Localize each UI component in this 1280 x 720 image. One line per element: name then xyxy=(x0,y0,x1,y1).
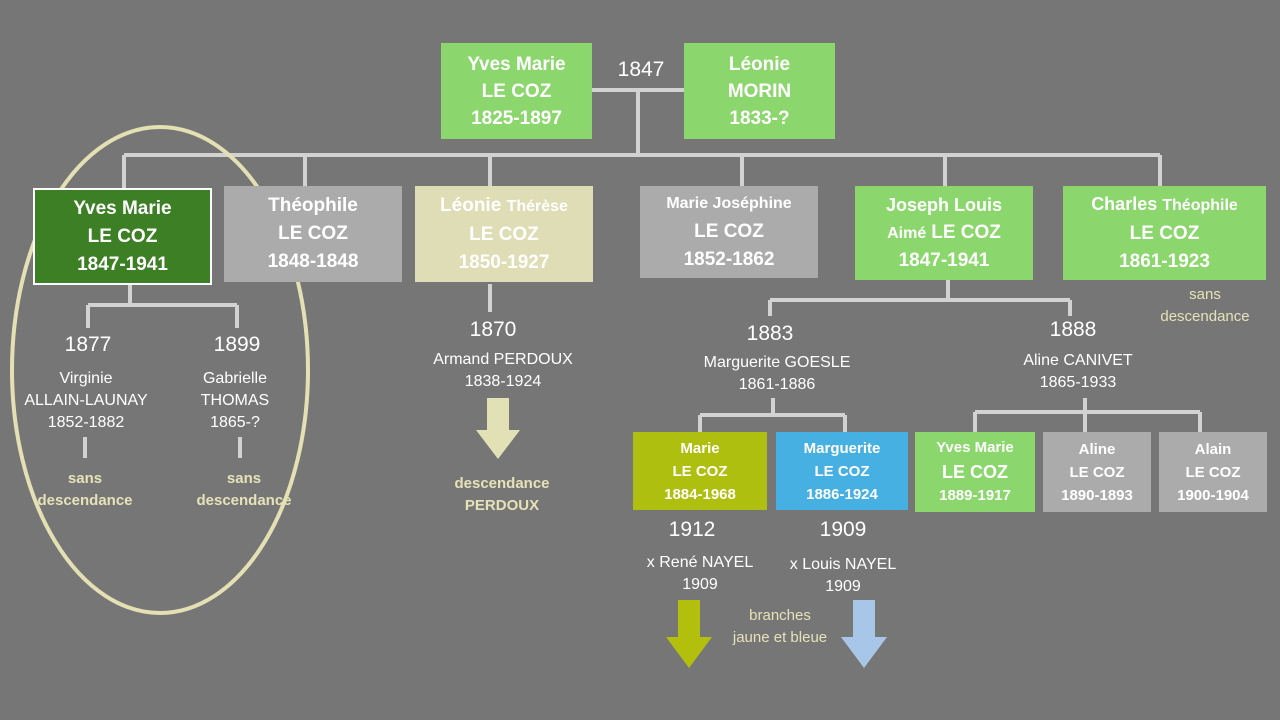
child-surname-line: Aimé LE COZ xyxy=(887,219,1001,247)
child-surname: LE COZ xyxy=(87,225,158,247)
child-name: Joseph Louis xyxy=(885,195,1002,215)
child-name: Yves Marie xyxy=(73,197,172,219)
parents-marriage-year: 1847 xyxy=(617,58,665,81)
marriage-year: 1899 xyxy=(213,333,261,356)
branches-note: branches jaune et bleue xyxy=(732,607,828,646)
mother-first-name: Léonie xyxy=(728,53,791,75)
perdoux-descendants-note: descendance PERDOUX xyxy=(454,475,550,514)
grandchild-dates: 1889-1917 xyxy=(939,487,1011,504)
child-name: Charles xyxy=(1091,194,1158,214)
yellow-branch-arrow xyxy=(666,600,712,668)
grandchild-dates: 1886-1924 xyxy=(806,485,878,503)
grandchild-dates: 1884-1968 xyxy=(664,485,736,503)
child-name-line: Léonie Thérèse xyxy=(440,192,568,221)
child-theophile-box[interactable]: Théophile LE COZ 1848-1848 xyxy=(224,186,402,282)
grandchild-surname: LE COZ xyxy=(672,462,728,480)
child-name: Théophile xyxy=(268,195,358,216)
child-dates: 1850-1927 xyxy=(458,251,550,273)
blue-branch-arrow xyxy=(841,600,887,668)
child-middle-name: Théophile xyxy=(1162,197,1238,214)
mother-box[interactable]: Léonie MORIN 1833-? xyxy=(684,43,835,139)
spouse-louis-nayel: x Louis NAYEL 1909 xyxy=(789,556,897,595)
grandchild-dates: 1890-1893 xyxy=(1061,486,1133,504)
child-dates: 1847-1941 xyxy=(898,250,990,271)
father-last-name: LE COZ xyxy=(481,80,552,102)
child-leonie-box[interactable]: Léonie Thérèse LE COZ 1850-1927 xyxy=(415,186,593,282)
father-dates: 1825-1897 xyxy=(471,107,562,129)
child-charles-box[interactable]: Charles Théophile LE COZ 1861-1923 xyxy=(1063,186,1266,280)
charles-no-descendants: sans descendance xyxy=(1160,286,1250,325)
grandchild-name: Marguerite xyxy=(803,439,881,457)
child-surname: LE COZ xyxy=(1129,223,1200,244)
marriage-year: 1883 xyxy=(746,322,794,345)
spouse-aline-canivet: Aline CANIVET 1865-1933 xyxy=(1023,352,1133,391)
child-joseph-louis-box[interactable]: Joseph Louis Aimé LE COZ 1847-1941 xyxy=(855,186,1033,280)
child-yves-marie-box[interactable]: Yves Marie LE COZ 1847-1941 xyxy=(33,188,212,285)
perdoux-arrow xyxy=(476,398,520,459)
child-name: Léonie xyxy=(440,194,502,216)
grandchild-marguerite-box[interactable]: Marguerite LE COZ 1886-1924 xyxy=(776,432,908,510)
child-name-line: Charles Théophile xyxy=(1091,190,1238,220)
child-middle-name: Thérèse xyxy=(506,197,568,215)
spouse-rene-nayel: x René NAYEL 1909 xyxy=(646,554,754,593)
child-marie-josephine-box[interactable]: Marie Joséphine LE COZ 1852-1862 xyxy=(640,186,818,278)
child-dates: 1852-1862 xyxy=(683,249,775,270)
child-dates: 1861-1923 xyxy=(1119,251,1210,272)
child-dates: 1847-1941 xyxy=(77,253,168,275)
spouse-virginie: Virginie ALLAIN-LAUNAY 1852-1882 xyxy=(24,370,148,431)
father-first-name: Yves Marie xyxy=(467,53,566,75)
father-box[interactable]: Yves Marie LE COZ 1825-1897 xyxy=(441,43,592,139)
grandchild-alain-box[interactable]: Alain LE COZ 1900-1904 xyxy=(1159,432,1267,512)
no-descendants-note: sans descendance xyxy=(37,470,133,509)
marriage-year: 1912 xyxy=(668,518,716,541)
grandchild-name: Alain xyxy=(1194,440,1232,458)
child-surname: LE COZ xyxy=(931,222,1001,243)
child-middle-name: Aimé xyxy=(887,225,927,242)
no-descendants-note: sans descendance xyxy=(196,470,292,509)
mother-last-name: MORIN xyxy=(727,80,792,102)
grandchild-aline-box[interactable]: Aline LE COZ 1890-1893 xyxy=(1043,432,1151,512)
grandchild-marie-box[interactable]: Marie LE COZ 1884-1968 xyxy=(633,432,767,510)
grandchild-surname: LE COZ xyxy=(1185,463,1241,481)
grandchild-name: Yves Marie xyxy=(936,439,1014,456)
grandchild-surname: LE COZ xyxy=(1069,463,1125,481)
marriage-year: 1909 xyxy=(819,518,867,541)
child-surname: LE COZ xyxy=(278,223,348,244)
marriage-year: 1888 xyxy=(1049,318,1097,341)
spouse-armand: Armand PERDOUX 1838-1924 xyxy=(433,351,573,390)
spouse-marguerite-goesle: Marguerite GOESLE 1861-1886 xyxy=(703,354,851,393)
marriage-year: 1877 xyxy=(64,333,112,356)
child-dates: 1848-1848 xyxy=(267,251,359,272)
marriage-year: 1870 xyxy=(469,318,517,341)
child-surname: LE COZ xyxy=(469,223,539,245)
child-name: Marie Joséphine xyxy=(666,195,792,212)
highlight-ellipse xyxy=(10,125,310,615)
grandchild-surname: LE COZ xyxy=(942,462,1008,482)
grandchild-surname: LE COZ xyxy=(814,462,870,480)
child-surname: LE COZ xyxy=(694,221,764,242)
grandchild-name: Marie xyxy=(680,439,720,457)
spouse-gabrielle: Gabrielle THOMAS 1865-? xyxy=(200,370,270,431)
mother-dates: 1833-? xyxy=(729,107,790,129)
grandchild-yves-marie-box[interactable]: Yves Marie LE COZ 1889-1917 xyxy=(915,432,1035,512)
grandchild-name: Aline xyxy=(1078,440,1116,458)
grandchild-dates: 1900-1904 xyxy=(1177,486,1249,504)
